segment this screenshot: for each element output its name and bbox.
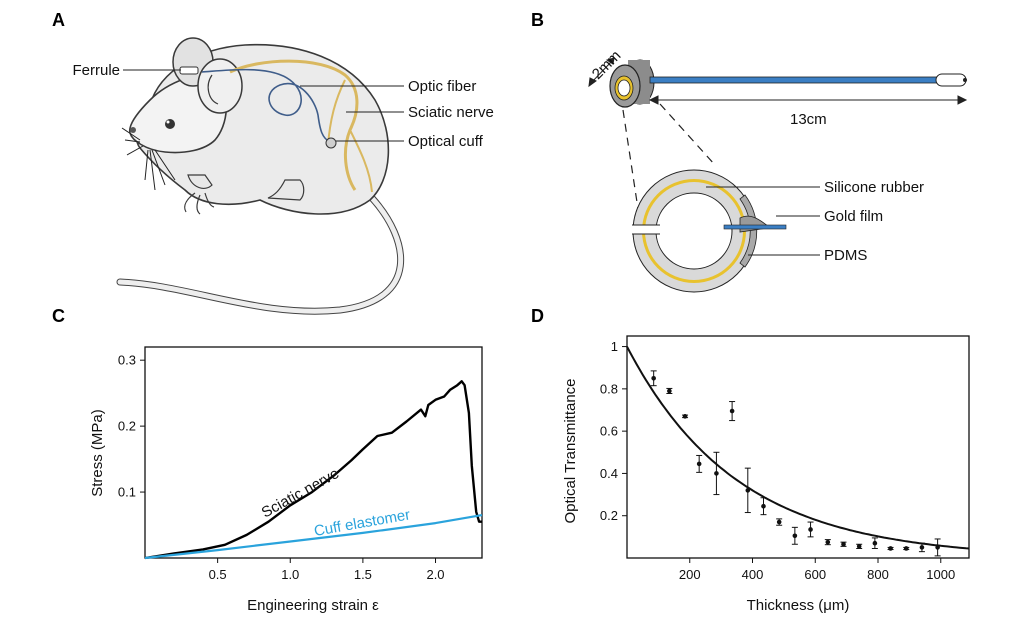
optic-fiber-straight [649,76,939,84]
chart-d-fit-curve [626,346,970,550]
panel-b-leader-lines [706,186,820,256]
chart-c-series-cuff [144,514,483,560]
mouse-nose [130,127,136,133]
chart-d-xtick-label: 200 [679,567,701,582]
chart-d-ytick-label: 0.6 [600,424,618,439]
mouse-tail [116,194,405,315]
chart-d-point [935,545,940,550]
chart-d-ylabel: Optical Transmittance [562,378,579,523]
silicone-rubber-label: Silicone rubber [824,179,924,196]
chart-d-point [903,546,909,551]
chart-d-point [888,546,893,551]
chart-c-xtick-label: 2.0 [426,567,444,582]
panel-b-letter: B [531,10,544,30]
cuff-cross-section [628,169,787,293]
chart-d-point [682,414,688,419]
gold-film-label: Gold film [824,208,883,225]
chart-c-ytick-label: 0.1 [118,485,136,500]
chart-c-xtick-label: 1.0 [281,567,299,582]
chart-d-point [651,375,656,381]
panel-c-letter: C [52,306,65,326]
chart-d-ytick-label: 1 [611,339,618,354]
chart-c-ticks: 0.5 1.0 1.5 2.0 0.1 0.2 0.3 [118,353,445,582]
panel-a-leader-lines [123,69,404,142]
chart-d-xtick-label: 600 [804,567,826,582]
diameter-arrow [588,57,615,88]
chart-c-series-label-cuff: Cuff elastomer [313,506,412,540]
panel-b: B 2mm 13cm [531,10,968,293]
chart-d-point [792,533,798,539]
chart-d-series [626,346,970,557]
fiber-ferrule-end [935,73,967,87]
mouse-eye [165,119,175,129]
chart-d-ytick-label: 0.2 [600,508,618,523]
chart-d-xtick-label: 800 [867,567,889,582]
chart-d-frame [626,335,970,559]
chart-d-xtick-label: 400 [742,567,764,582]
chart-d-xlabel: Thickness (μm) [747,597,850,614]
mouse-ear-front [197,58,243,114]
chart-c-frame [144,346,483,559]
chart-d-point [745,488,751,493]
chart-d-point [919,545,925,550]
chart-d-xtick-label: 1000 [926,567,955,582]
chart-c-series [144,380,483,560]
fiber-insert [723,224,787,230]
chart-c-ytick-label: 0.2 [118,419,136,434]
chart-d-point [872,540,878,546]
chart-c-series-sciatic [144,380,482,560]
chart-c-ylabel: Stress (MPa) [89,409,106,497]
ferrule-label: Ferrule [72,62,120,79]
chart-d-point [808,527,813,532]
chart-d-ticks: 200 400 600 800 1000 0.2 0.4 0.6 0.8 1 [600,339,955,582]
chart-d-point [729,408,735,414]
chart-c-xtick-label: 1.5 [354,567,372,582]
optical-cuff-label: Optical cuff [408,133,484,150]
mouse-whiskers [121,127,176,191]
chart-c-ytick-label: 0.3 [118,353,136,368]
chart-d-point [696,461,702,467]
chart-d-point [714,471,719,476]
chart-d-ytick-label: 0.4 [600,466,618,481]
sciatic-nerve-label: Sciatic nerve [408,104,494,121]
mouse-front-paw [187,174,213,189]
sciatic-nerve-path [229,59,359,191]
chart-c-series-label-sciatic: Sciatic nerve [259,465,342,522]
chart-d-ytick-label: 0.8 [600,381,618,396]
chart-d-point [856,544,862,549]
chart-c-xlabel: Engineering strain ε [247,597,379,614]
panel-d: D 200 400 600 800 1000 0.2 0.4 0.6 0.8 1 Thicknes… [531,306,970,614]
panel-d-letter: D [531,306,544,326]
panel-a-letter: A [52,10,65,30]
chart-d-point [825,539,831,545]
length-arrow [648,95,968,105]
pdms-label: PDMS [824,247,867,264]
length-label: 13cm [790,111,827,128]
chart-c-xtick-label: 0.5 [209,567,227,582]
chart-d-point [841,541,846,547]
mouse-illustration [116,37,405,315]
ferrule [179,66,199,75]
optic-fiber-label: Optic fiber [408,78,476,95]
chart-d-point [667,388,672,394]
zoom-lines [622,103,716,223]
optical-cuff [325,137,337,149]
mouse-hind-foot [267,179,305,201]
panel-c: C 0.5 1.0 1.5 2.0 0.1 0.2 0.3 Engineering stra… [52,306,483,614]
chart-d-point [761,503,766,509]
chart-d-point [776,519,782,525]
optic-fiber-path [201,68,331,143]
cuff-device [609,59,967,108]
panel-a: A [52,10,494,315]
